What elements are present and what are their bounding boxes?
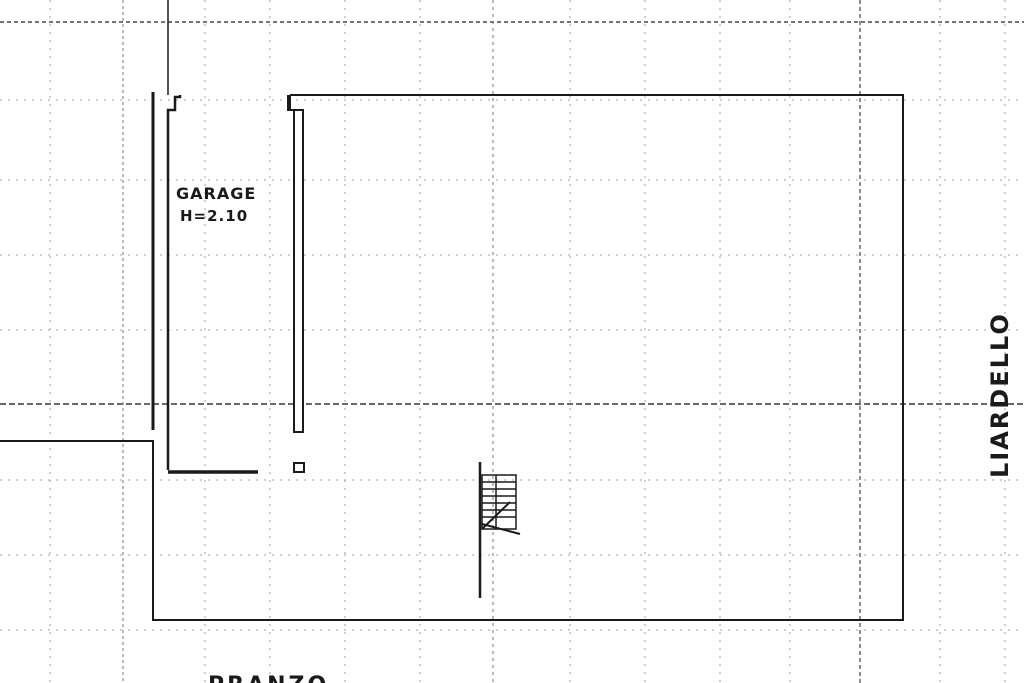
garage-height-label: H=2.10 (180, 207, 248, 225)
side-room-label: LIARDELLO (986, 312, 1014, 478)
outer-wall (0, 94, 904, 621)
garage-walls (151, 0, 305, 474)
staircase (478, 462, 521, 598)
bottom-room-label: PRANZO (208, 673, 329, 683)
garage-room-label: GARAGE (176, 184, 256, 203)
